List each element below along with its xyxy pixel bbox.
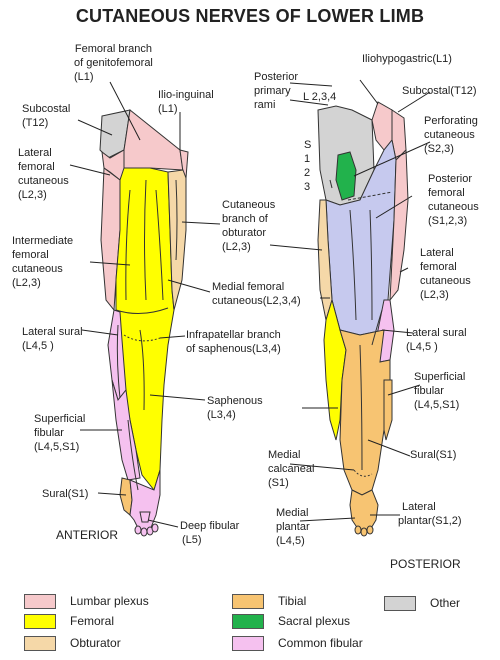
legend-swatch (24, 614, 56, 629)
ant-region-femoral-branch (124, 110, 183, 170)
post-region-foot (350, 490, 378, 532)
post-region-iliohypogastric (372, 102, 392, 150)
legend-label: Common fibular (278, 636, 363, 651)
legend-label: Lumbar plexus (70, 594, 149, 609)
post-toes (355, 526, 373, 536)
legend-label: Obturator (70, 636, 121, 651)
anterior-leg (100, 110, 188, 536)
label-saphenous: Saphenous(L3,4) (207, 394, 263, 422)
view-label-posterior: POSTERIOR (390, 557, 461, 571)
label-ilio-inguinal: Ilio-inguinal(L1) (158, 88, 214, 116)
label-iliohypogastric: Iliohypogastric(L1) (362, 52, 452, 66)
legend-swatch (384, 596, 416, 611)
post-region-superficial-fibular (384, 380, 392, 440)
legend-label: Sacral plexus (278, 614, 350, 629)
label-lateral-sural-posterior: Lateral sural(L4,5 ) (406, 326, 467, 354)
view-label-anterior: ANTERIOR (56, 528, 118, 542)
label-deep-fibular: Deep fibular(L5) (180, 519, 239, 547)
legend-label: Femoral (70, 614, 114, 629)
legend-swatch (232, 636, 264, 651)
legend-swatch (232, 594, 264, 609)
label-sural-anterior: Sural(S1) (42, 487, 88, 501)
label-subcostal-posterior: Subcostal(T12) (402, 84, 477, 98)
legend-swatch (24, 636, 56, 651)
label-subcostal-anterior: Subcostal(T12) (22, 102, 70, 130)
label-l-levels: L 2,3,4 (303, 90, 336, 104)
legend-label: Tibial (278, 594, 306, 609)
label-lateral-sural-anterior: Lateral sural(L4,5 ) (22, 325, 83, 353)
legend-label: Other (430, 596, 460, 611)
legend-swatch (232, 614, 264, 629)
posterior-leg (318, 102, 408, 536)
legend-swatch (24, 594, 56, 609)
label-sural-posterior: Sural(S1) (410, 448, 456, 462)
